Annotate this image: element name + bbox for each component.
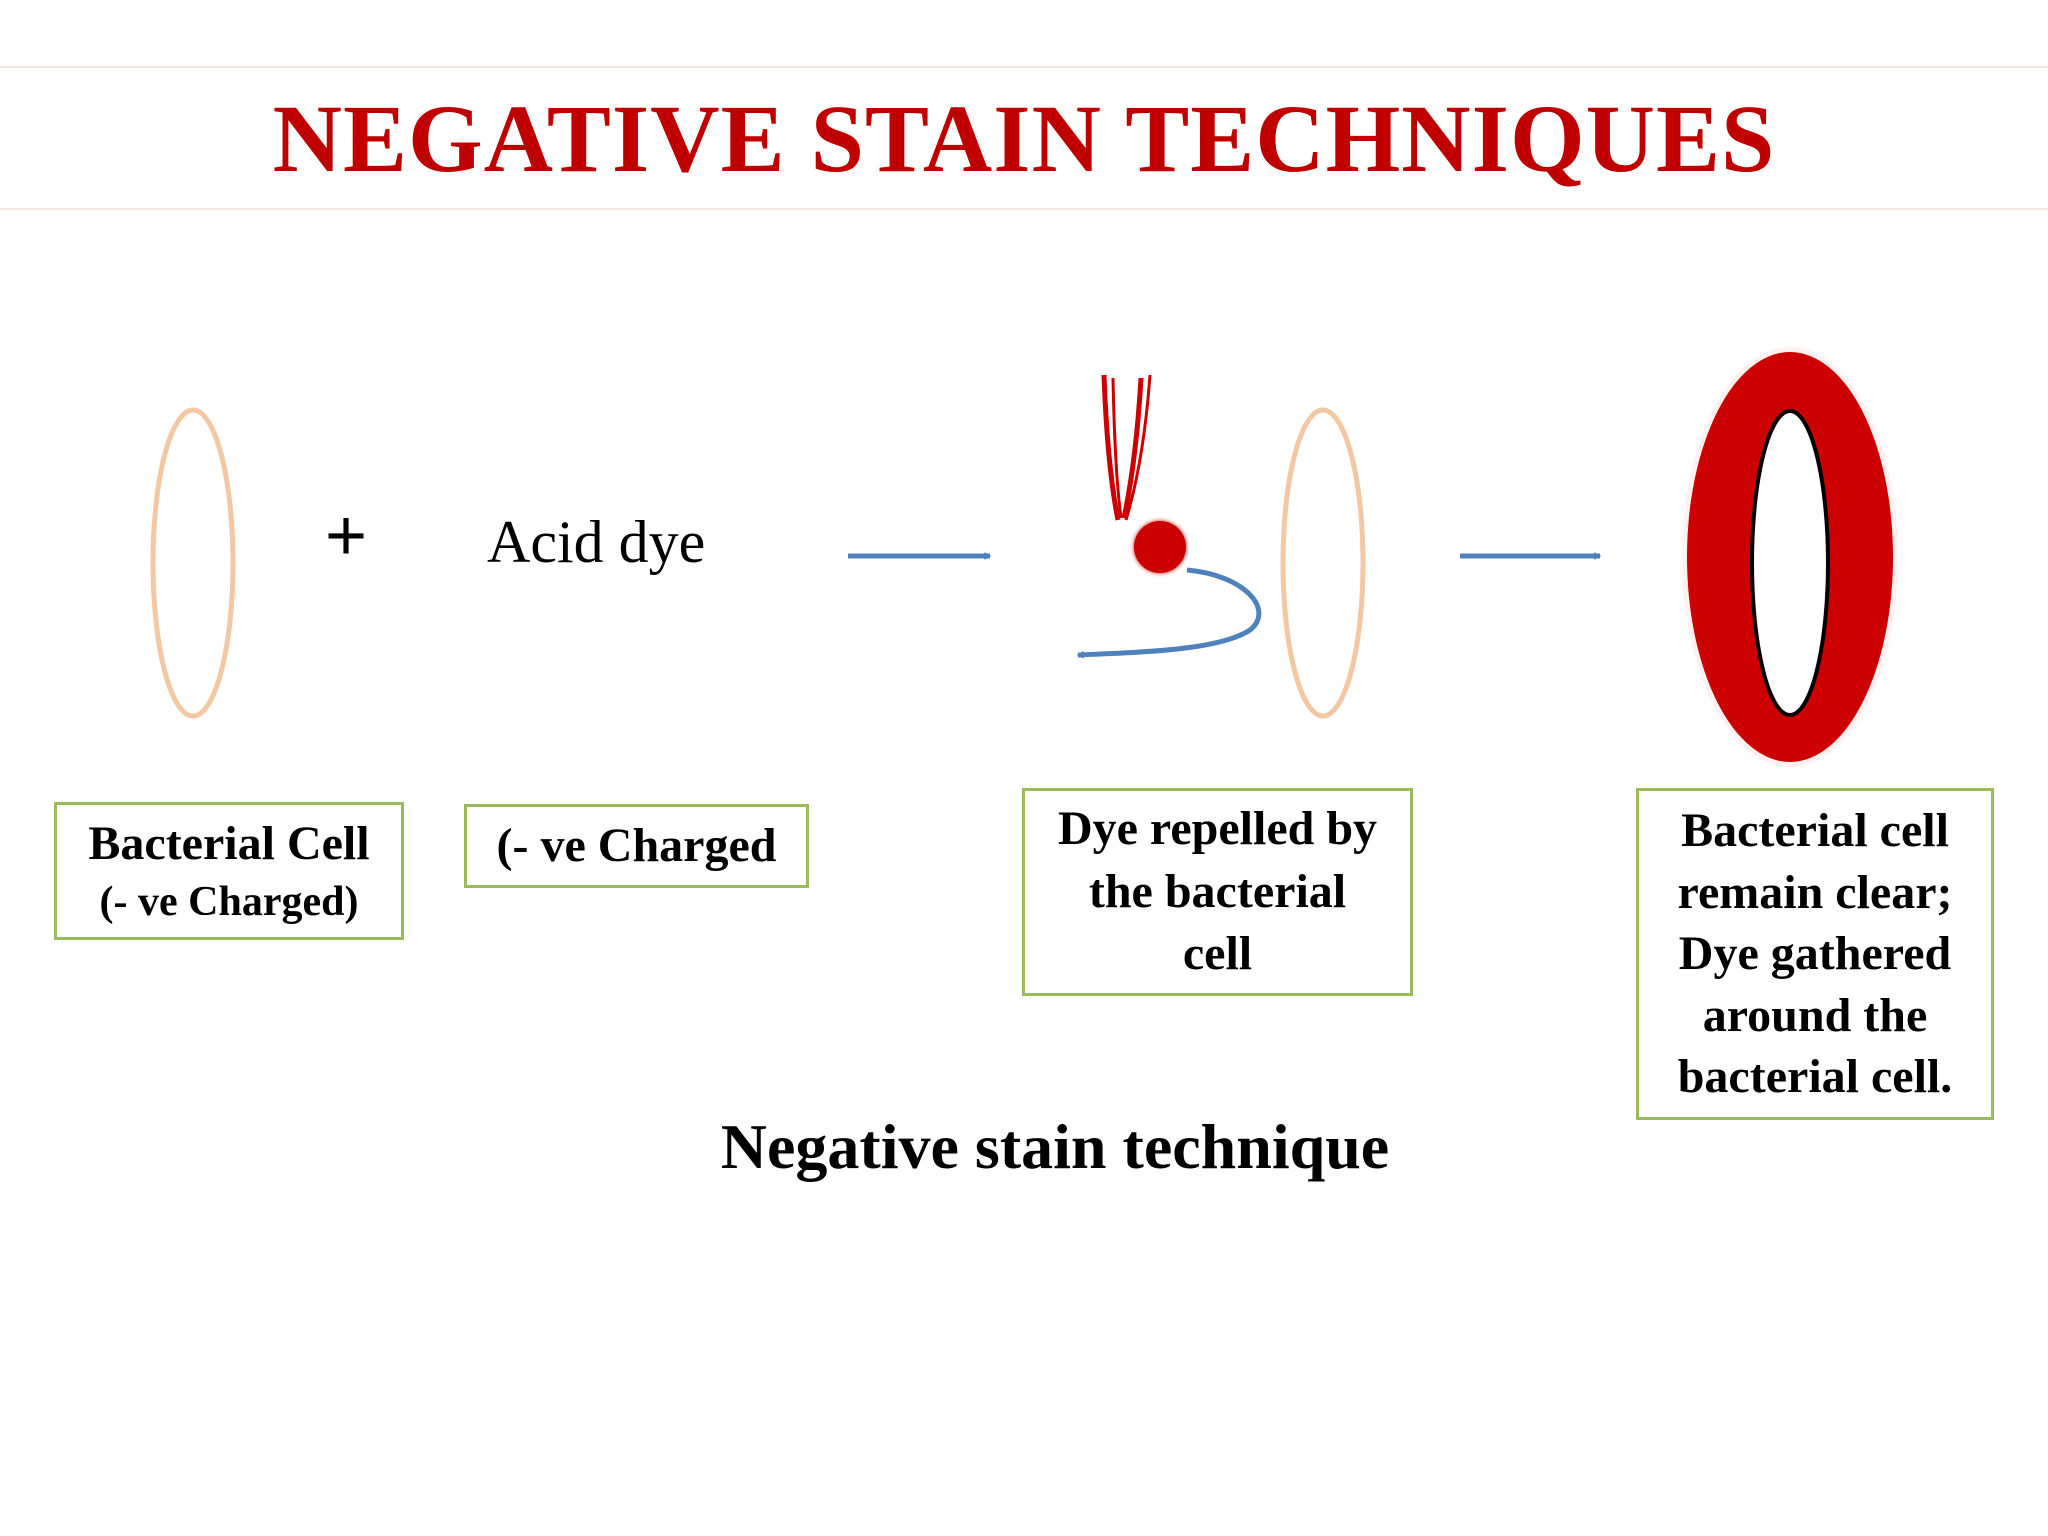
bacterial-cell-2 bbox=[1280, 407, 1366, 719]
box-line: remain clear; bbox=[1677, 865, 1953, 919]
acid-dye-label: Acid dye bbox=[487, 509, 706, 575]
dye-particle bbox=[1134, 521, 1186, 573]
plus-sign: + bbox=[325, 496, 368, 576]
cell-clear-box: Bacterial cell remain clear; Dye gathere… bbox=[1636, 788, 1994, 1120]
box-line: Dye gathered bbox=[1678, 927, 1952, 981]
title-bar: NEGATIVE STAIN TECHNIQUES bbox=[0, 66, 2048, 210]
box-line: around the bbox=[1702, 988, 1928, 1042]
page-title: NEGATIVE STAIN TECHNIQUES bbox=[272, 84, 1776, 192]
dye-streak-icon bbox=[1101, 374, 1152, 521]
box-line: Dye repelled by bbox=[1057, 802, 1378, 856]
box-line: Bacterial cell bbox=[1681, 804, 1949, 858]
box-line: (- ve Charged) bbox=[99, 878, 359, 925]
box-line: the bacterial bbox=[1088, 864, 1347, 918]
box-line: bacterial cell. bbox=[1677, 1050, 1953, 1104]
box-line: cell bbox=[1182, 927, 1253, 981]
figure-caption: Negative stain technique bbox=[720, 1111, 1390, 1182]
acid-dye-charge-box: (- ve Charged bbox=[464, 804, 809, 888]
dye-repelled-box: Dye repelled by the bacterial cell bbox=[1022, 788, 1413, 996]
repel-arrow bbox=[1076, 567, 1262, 659]
bacterial-cell-label-box: Bacterial Cell (- ve Charged) bbox=[54, 802, 404, 940]
clear-bacterial-cell bbox=[1750, 409, 1830, 717]
bacterial-cell-1 bbox=[150, 407, 236, 719]
box-line: (- ve Charged bbox=[496, 818, 777, 872]
box-line: Bacterial Cell bbox=[88, 816, 370, 870]
